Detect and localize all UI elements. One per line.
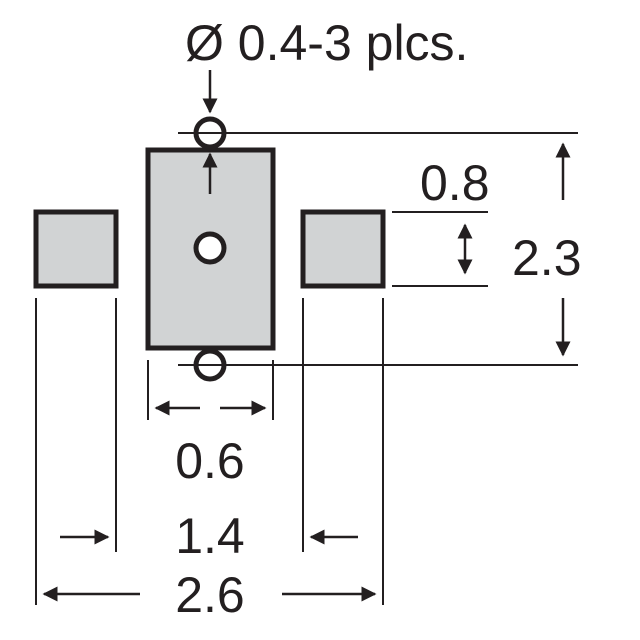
center-pad-width-label: 0.6 xyxy=(175,433,245,489)
overall-height-label: 2.3 xyxy=(512,230,582,286)
hole-callout-label: Ø 0.4-3 plcs. xyxy=(185,15,468,71)
outer-span-label: 2.6 xyxy=(175,567,245,623)
left-pad xyxy=(33,209,119,289)
right-pad xyxy=(300,209,386,289)
inner-span-label: 1.4 xyxy=(175,508,245,564)
pad-height-label: 0.8 xyxy=(420,155,490,211)
center-hole xyxy=(193,231,227,265)
